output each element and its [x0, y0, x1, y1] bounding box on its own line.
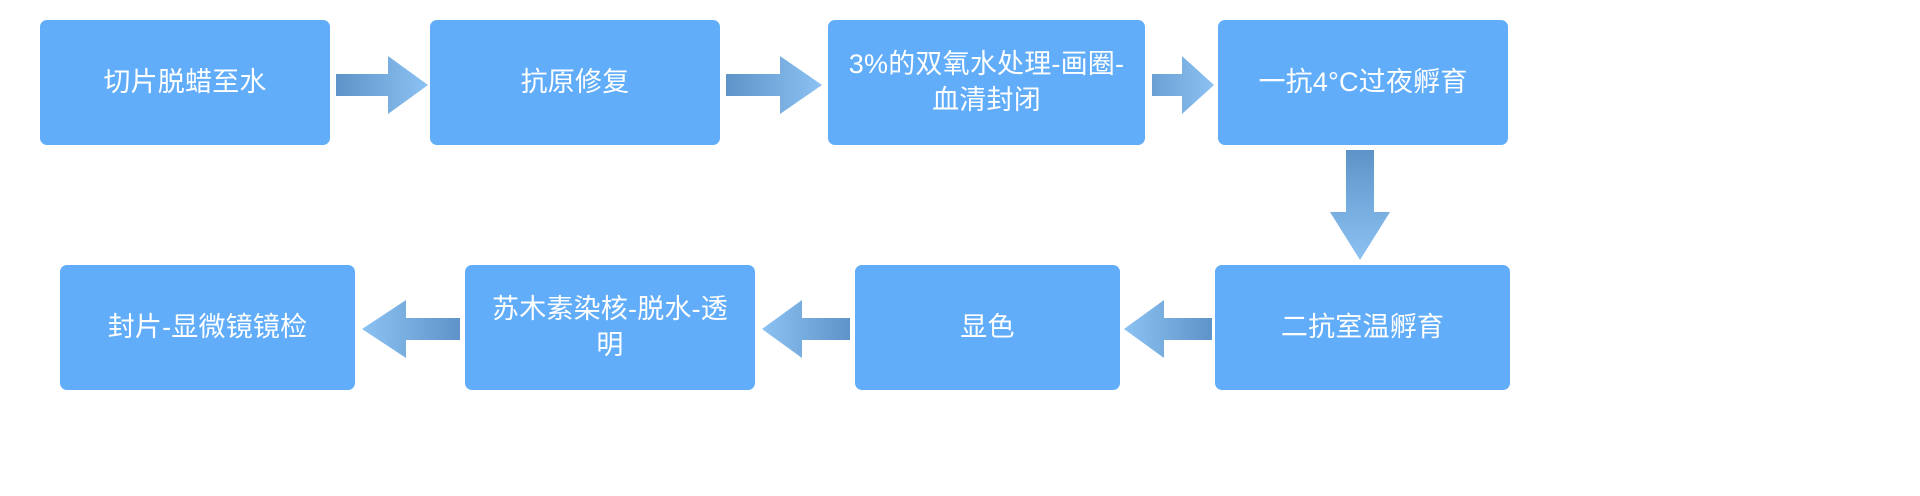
flow-node-2-label: 抗原修复	[520, 66, 630, 97]
flow-node-5-label: 二抗室温孵育	[1280, 311, 1445, 342]
arrow-right-icon-3	[1152, 56, 1214, 114]
flow-node-4-label: 一抗4°C过夜孵育	[1258, 66, 1468, 97]
arrow-down-icon-1	[1330, 150, 1390, 260]
arrow-left-icon-1	[1124, 300, 1212, 358]
flow-node-1-label: 切片脱蜡至水	[103, 66, 267, 97]
flow-node-6[interactable]: 显色	[855, 265, 1120, 390]
flow-node-3-label: 3%的双氧水处理-画圈- 血清封闭	[848, 48, 1125, 115]
flow-node-6-label: 显色	[960, 311, 1015, 342]
arrow-left-icon-3	[362, 300, 460, 358]
flow-node-5[interactable]: 二抗室温孵育	[1215, 265, 1510, 390]
flow-node-1[interactable]: 切片脱蜡至水	[40, 20, 330, 145]
flow-node-2[interactable]: 抗原修复	[430, 20, 720, 145]
flow-node-4[interactable]: 一抗4°C过夜孵育	[1218, 20, 1508, 145]
flow-node-3[interactable]: 3%的双氧水处理-画圈- 血清封闭	[828, 20, 1145, 145]
arrow-right-icon-1	[336, 56, 428, 114]
flow-node-7-label: 苏木素染核-脱水-透 明	[492, 293, 728, 360]
flow-node-7[interactable]: 苏木素染核-脱水-透 明	[465, 265, 755, 390]
flow-node-8-label: 封片-显微镜镜检	[107, 311, 308, 342]
arrow-right-icon-2	[726, 56, 822, 114]
arrow-left-icon-2	[762, 300, 850, 358]
flow-node-8[interactable]: 封片-显微镜镜检	[60, 265, 355, 390]
